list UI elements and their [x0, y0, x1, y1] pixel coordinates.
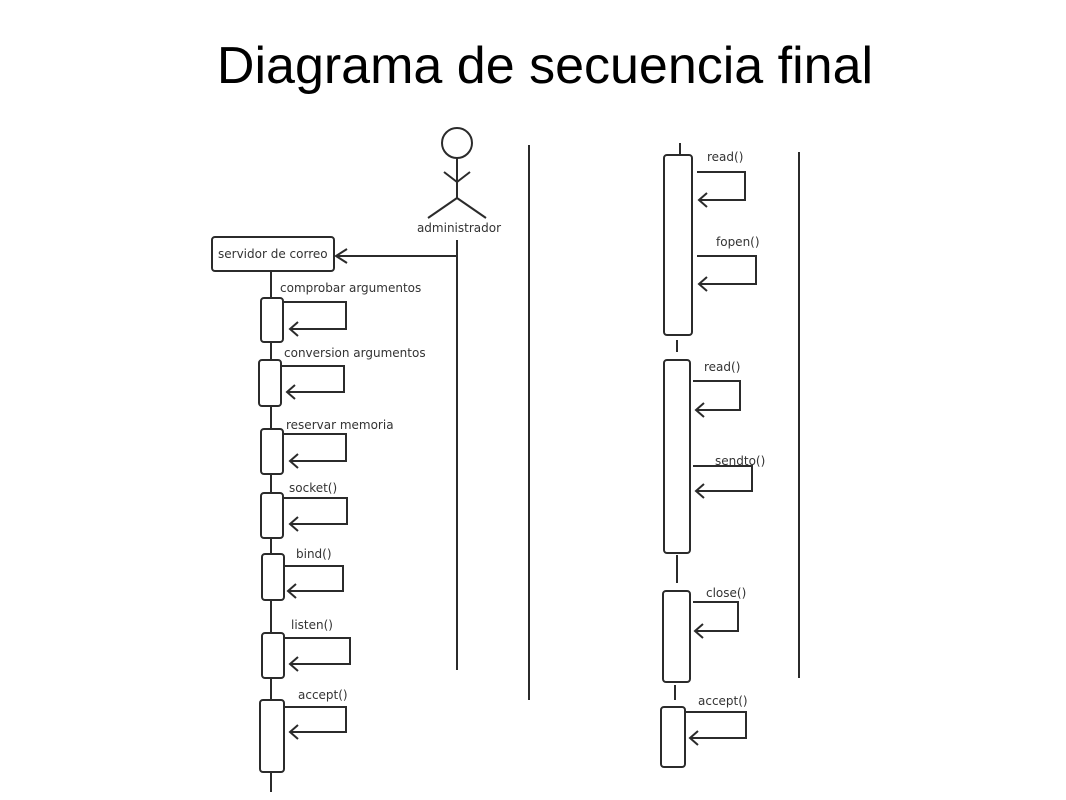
activation-bar: [662, 590, 691, 683]
activation-bar: [260, 428, 284, 475]
message-label: fopen(): [716, 235, 760, 249]
activation-bar: [260, 297, 284, 343]
message-label: bind(): [296, 547, 332, 561]
self-call-arrow: [697, 171, 746, 201]
self-call-arrow: [693, 465, 753, 492]
activation-bar: [660, 706, 686, 768]
right-message-3: sendto(): [693, 454, 765, 499]
arrow-head: [288, 724, 299, 740]
arrow-head: [288, 321, 299, 337]
message-label: read(): [707, 150, 743, 164]
left-message-2: reservar memoria: [260, 418, 394, 475]
activation-bar: [663, 154, 693, 336]
arrow-head: [288, 453, 299, 469]
object-servidor-de-correo: servidor de correo: [211, 236, 335, 272]
message-label: socket(): [289, 481, 337, 495]
left-message-1: conversion argumentos: [258, 346, 426, 407]
message-label: comprobar argumentos: [280, 281, 421, 295]
self-call-arrow: [284, 706, 347, 733]
message-label: accept(): [698, 694, 748, 708]
self-call-arrow: [284, 637, 351, 665]
message-label: reservar memoria: [286, 418, 394, 432]
self-call-arrow: [284, 565, 344, 592]
self-call-arrow: [693, 601, 739, 632]
actor-left-leg: [427, 197, 458, 219]
message-label: accept(): [298, 688, 348, 702]
self-call-arrow: [283, 497, 348, 525]
self-call-arrow: [693, 380, 741, 411]
activation-bar: [260, 492, 284, 539]
right-message-5: accept(): [686, 694, 748, 746]
left-message-4: bind(): [261, 547, 344, 601]
arrow-head: [694, 402, 705, 418]
actor-head: [441, 127, 473, 159]
arrow-head: [286, 583, 297, 599]
actor-left-arm: [443, 171, 458, 183]
call-arrow-head: [334, 248, 348, 264]
actor-administrador: administrador: [417, 127, 501, 670]
arrow-head: [694, 483, 705, 499]
message-label: close(): [706, 586, 746, 600]
actor-label: administrador: [417, 221, 501, 235]
activation-bar: [663, 359, 691, 554]
message-label: conversion argumentos: [284, 346, 426, 360]
right-message-2: read(): [693, 360, 741, 418]
message-label: read(): [704, 360, 740, 374]
message-label: sendto(): [715, 454, 765, 468]
arrow-head: [285, 384, 296, 400]
actor-right-arm: [456, 171, 471, 183]
right-message-1: fopen(): [697, 235, 760, 292]
activation-bar: [261, 632, 285, 679]
activation-bar: [258, 359, 282, 407]
object-label: servidor de correo: [218, 247, 328, 261]
arrow-head: [697, 192, 708, 208]
right-message-0: read(): [697, 150, 746, 208]
left-message-0: comprobar argumentos: [260, 281, 421, 343]
self-call-arrow: [697, 255, 757, 285]
self-call-arrow: [686, 711, 747, 739]
self-call-arrow: [283, 301, 347, 330]
arrow-head: [693, 623, 704, 639]
object-box: [211, 236, 335, 272]
arrow-head: [688, 730, 699, 746]
self-call-arrow: [283, 433, 347, 462]
arrow-head: [288, 516, 299, 532]
arrow-head: [697, 276, 708, 292]
message-label: listen(): [291, 618, 333, 632]
activation-bar: [261, 553, 285, 601]
slide-title: Diagrama de secuencia final: [216, 37, 874, 95]
right-message-4: close(): [693, 586, 746, 639]
activation-bar: [259, 699, 285, 773]
left-message-3: socket(): [260, 481, 348, 539]
left-message-6: accept(): [259, 688, 348, 773]
left-message-5: listen(): [261, 618, 351, 679]
right-lifeline: [674, 143, 681, 700]
actor-right-leg: [456, 197, 487, 219]
self-call-arrow: [281, 365, 345, 393]
arrow-head: [288, 656, 299, 672]
